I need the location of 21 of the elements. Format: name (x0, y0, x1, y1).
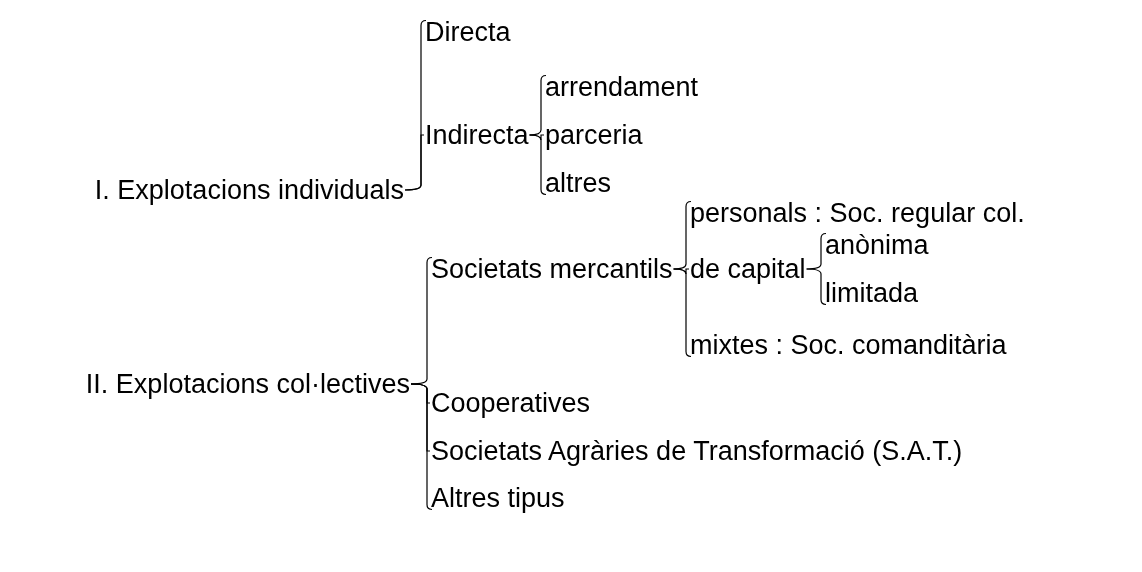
node-label: anònima (825, 231, 929, 259)
node-label: de capital (690, 255, 806, 283)
node-label: Directa (425, 18, 511, 46)
node-label: mixtes : Soc. comanditària (690, 331, 1007, 359)
node-label: Societats mercantils (431, 255, 673, 283)
node-label: Cooperatives (431, 389, 591, 417)
node-label: limitada (825, 279, 919, 307)
brace-connector (528, 134, 547, 196)
node-label: personals : Soc. regular col. (690, 199, 1025, 227)
brace-connector (410, 383, 433, 511)
node-label: altres (545, 169, 612, 197)
node-label: parceria (545, 121, 643, 149)
brace-connector (806, 268, 827, 306)
node-label: Altres tipus (431, 484, 565, 512)
node-label: I. Explotacions individuals (94, 176, 404, 204)
brace-connector (673, 268, 692, 358)
node-label: Indirecta (425, 121, 529, 149)
node-label: arrendament (545, 73, 699, 101)
node-label: Societats Agràries de Transformació (S.A.T.) (431, 437, 963, 465)
node-label: II. Explotacions col·lectives (85, 370, 410, 398)
brace-connector (404, 134, 425, 191)
